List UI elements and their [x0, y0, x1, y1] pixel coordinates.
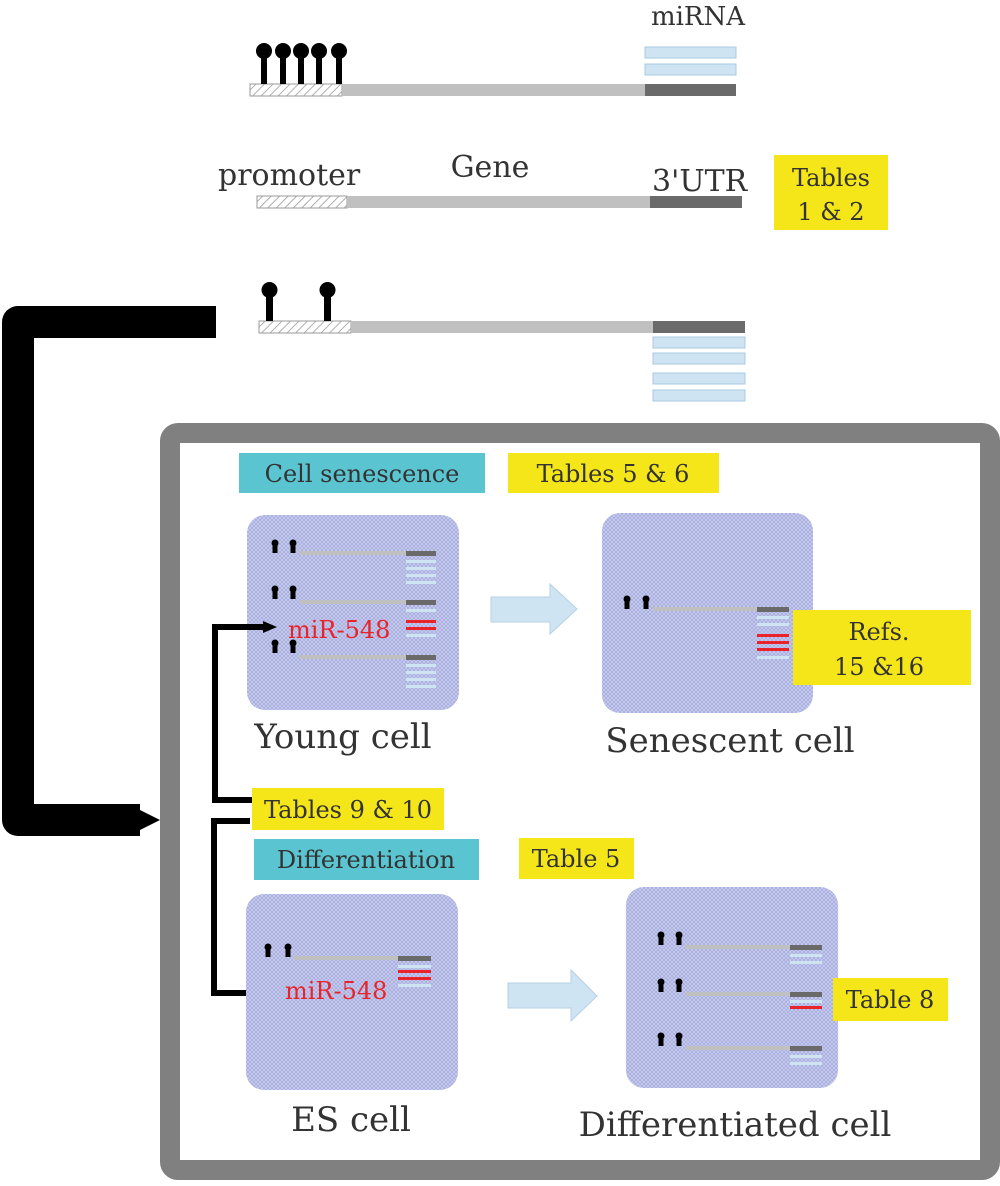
tag-tables-9-10-text: Tables 9 & 10	[264, 796, 432, 824]
methylation-lollipops	[256, 43, 347, 84]
promoter-label: promoter	[218, 158, 361, 193]
mirna-label: miRNA	[651, 2, 746, 32]
left-bracket-arrow	[2, 306, 216, 836]
es-cell-mir548-label: miR-548	[285, 977, 387, 1005]
tag-table-5-text: Table 5	[532, 845, 621, 873]
top-gene-construct: miRNA	[249, 2, 746, 97]
tag-tables-1-2-line2: 1 & 2	[797, 198, 864, 226]
tag-refs-line2: 15 &16	[834, 653, 924, 681]
tag-cell-senescence: Cell senescence	[239, 453, 485, 493]
arrow-es-to-differentiated	[507, 968, 598, 1023]
tag-tables-9-10: Tables 9 & 10	[252, 788, 444, 830]
senescent-cell-label: Senescent cell	[605, 721, 854, 761]
differentiated-cell-label: Differentiated cell	[579, 1105, 892, 1145]
gene-anatomy: promoter Gene 3'UTR Tables 1 & 2	[218, 150, 888, 230]
arrow-young-to-senescent	[490, 582, 578, 636]
tag-tables-1-2: Tables 1 & 2	[774, 155, 888, 230]
differentiated-cell	[626, 887, 838, 1088]
mirna-bars-four	[652, 336, 746, 402]
utr-label: 3'UTR	[652, 164, 749, 199]
tag-tables-5-6-text: Tables 5 & 6	[537, 460, 690, 488]
young-cell: miR-548	[247, 515, 459, 710]
gene-label: Gene	[451, 150, 530, 185]
tag-cell-senescence-text: Cell senescence	[265, 460, 460, 488]
tag-table-8: Table 8	[833, 978, 948, 1021]
senescent-cell	[602, 513, 813, 713]
methylation-lollipops-two	[261, 282, 336, 321]
tag-differentiation-text: Differentiation	[277, 846, 455, 874]
tag-table-8-text: Table 8	[846, 986, 935, 1014]
young-cell-mir548-label: miR-548	[288, 616, 390, 644]
es-cell: miR-548	[246, 894, 458, 1090]
tag-tables-1-2-line1: Tables	[792, 164, 870, 192]
tag-refs-line1: Refs.	[848, 618, 909, 646]
young-cell-label: Young cell	[253, 717, 431, 757]
tag-table-5: Table 5	[519, 838, 634, 879]
hypomethylated-gene-construct	[258, 282, 746, 402]
tag-differentiation: Differentiation	[254, 839, 479, 880]
es-cell-label: ES cell	[291, 1100, 411, 1140]
tag-refs-15-16: Refs. 15 &16	[793, 610, 971, 685]
tag-tables-5-6: Tables 5 & 6	[508, 453, 719, 493]
mirna-bars	[644, 46, 737, 76]
